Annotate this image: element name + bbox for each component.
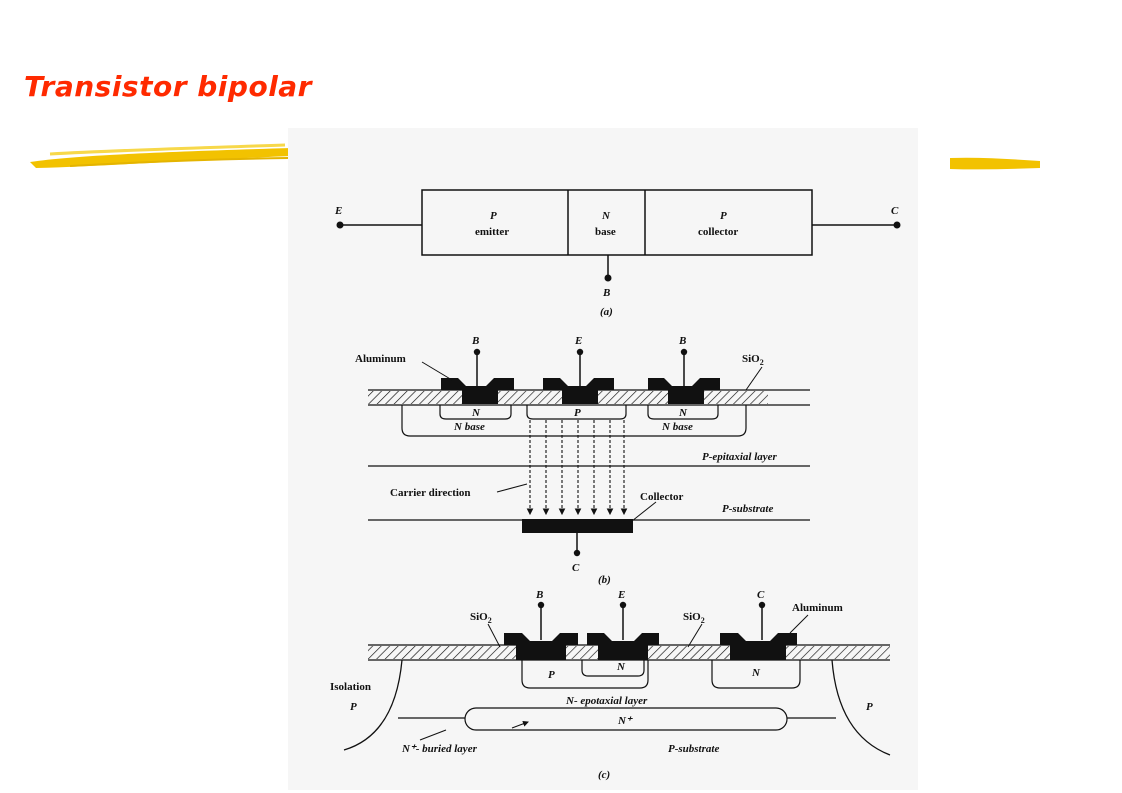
title-underline-brush-left	[30, 143, 292, 168]
c-terminal-e: E	[617, 589, 625, 601]
a-emitter-type: P	[490, 210, 497, 222]
b-aluminum-label: Aluminum	[355, 353, 406, 365]
c-sio2-left-label: SiO2	[470, 611, 492, 625]
a-terminal-e: E	[334, 205, 342, 217]
c-caption: (c)	[598, 769, 610, 781]
a-terminal-c: C	[891, 205, 899, 217]
diagram-a-pnp-structure: E C B P emitter N base P collector (a)	[334, 189, 901, 318]
c-n-epitaxial-label: N- epotaxial layer	[565, 695, 648, 707]
a-caption: (a)	[600, 306, 613, 318]
b-terminal-e: E	[574, 335, 582, 347]
c-isolation-label: Isolation	[330, 681, 371, 693]
b-caption: (b)	[598, 574, 611, 586]
a-collector-type: P	[720, 210, 727, 222]
a-terminal-b: B	[602, 287, 610, 299]
c-terminal-b: B	[535, 589, 543, 601]
c-p-left: P	[350, 701, 357, 713]
b-nbase-left-label: N base	[453, 421, 485, 433]
a-emitter-label: emitter	[475, 226, 509, 238]
a-base-type: N	[601, 210, 611, 222]
a-base-label: base	[595, 226, 616, 238]
b-collector-label: Collector	[640, 491, 683, 503]
c-n-collector: N	[751, 667, 761, 679]
b-epitaxial-label: P-epitaxial layer	[702, 451, 778, 463]
c-n-emitter: N	[616, 661, 626, 673]
b-nbase-right-label: N base	[661, 421, 693, 433]
b-terminal-b-left: B	[471, 335, 479, 347]
b-terminal-b-right: B	[678, 335, 686, 347]
a-collector-label: collector	[698, 226, 738, 238]
b-n-emitter-left: N	[471, 407, 481, 419]
c-n-plus-label: N⁺	[617, 715, 633, 727]
b-p-center: P	[574, 407, 581, 419]
c-substrate-label: P-substrate	[668, 743, 719, 755]
title-underline-brush-right	[950, 157, 1040, 170]
c-aluminum-label: Aluminum	[792, 602, 843, 614]
slide-title: Transistor bipolar	[24, 70, 312, 103]
b-sio2-label: SiO2	[742, 353, 764, 367]
c-p-base: P	[548, 669, 555, 681]
diagram-c-vertical-transistor: B E C SiO2 SiO2 Aluminum P N N Isolation…	[330, 589, 891, 781]
c-buried-layer-label: N⁺- buried layer	[401, 743, 478, 755]
c-sio2-right-label: SiO2	[683, 611, 705, 625]
diagram-b-lateral-transistor: B E B Aluminum SiO2 N P N N base N base …	[355, 335, 810, 586]
scanned-figure-background	[288, 128, 918, 790]
c-terminal-c: C	[757, 589, 765, 601]
b-substrate-label: P-substrate	[722, 503, 773, 515]
b-terminal-c: C	[572, 562, 580, 574]
b-n-emitter-right: N	[678, 407, 688, 419]
b-carrier-direction-label: Carrier direction	[390, 487, 471, 499]
c-p-right: P	[866, 701, 873, 713]
